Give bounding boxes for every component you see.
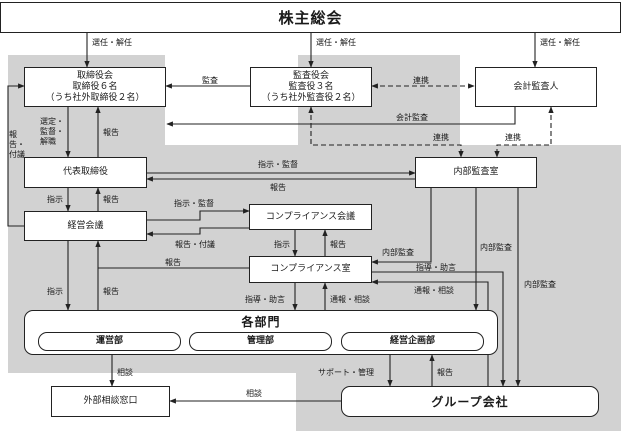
board-title: 取締役会 [76,70,113,81]
dept-planning-box: 経営企画部 [341,332,484,351]
label-report-submit-left: 報告・付議 [9,130,25,159]
arrow-co-group [372,271,506,387]
internal-audit-box: 内部監査室 [415,157,537,188]
label-internal-audit-dept: 内部監査 [480,243,512,252]
dept-planning-label: 経営企画部 [389,336,435,346]
audit-board-outside-members: （うち社外監査役２名） [261,92,361,103]
label-notice-dept: 通報・相談 [330,295,370,304]
compliance-office-label: コンプライアンス室 [270,264,351,274]
label-report-submit-cc: 報告・付議 [175,240,215,249]
label-instruct-mgmt-dept: 指示 [47,287,63,296]
group-companies-label: グループ会社 [431,395,509,409]
label-report-board: 報告 [103,128,119,137]
arrow-auditor-internal [494,106,554,158]
label-instruct-rep: 指示 [47,195,63,204]
label-elect-audit: 選任・解任 [316,38,356,47]
group-companies-box: グループ会社 [341,386,599,417]
label-coordination-left: 連携 [433,133,449,142]
external-consultation-box: 外部相談窓口 [51,386,170,417]
label-coordination-top: 連携 [413,76,429,85]
label-accounting-audit: 会計監査 [396,113,428,122]
arrow-cc-mgmt [146,227,249,237]
shareholders-meeting-box: 株主総会 [0,2,621,33]
dept-operations-box: 運営部 [38,332,181,351]
dept-admin-label: 管理部 [246,336,274,346]
label-elect-board: 選任・解任 [92,38,132,47]
shareholders-meeting-label: 株主総会 [278,9,343,27]
label-coordination-right: 連携 [505,133,521,142]
representative-director-label: 代表取締役 [62,167,108,177]
label-report-cc: 報告 [330,240,346,249]
internal-audit-label: 内部監査室 [453,167,499,177]
label-internal-audit-co: 内部監査 [382,248,414,257]
arrow-mgmt-board [7,83,25,227]
label-elect-auditor: 選任・解任 [540,38,580,47]
accounting-auditor-box: 会計監査人 [475,67,597,107]
label-instruct-cc: 指示 [274,240,290,249]
audit-board-members: 監査役３名 [288,81,334,92]
representative-director-box: 代表取締役 [24,157,147,188]
arrow-internal-co [371,188,432,265]
label-instruct-supervise-internal: 指示・監督 [258,160,298,169]
accounting-auditor-label: 会計監査人 [513,81,559,92]
label-consult-group: 相談 [246,389,262,398]
label-report-internal: 報告 [270,183,286,192]
arrow-audit-internal [308,106,464,158]
compliance-committee-label: コンプライアンス会議 [265,211,356,222]
board-outside-members: （うち社外取締役２名） [45,92,145,103]
label-internal-audit-group: 内部監査 [524,280,556,289]
label-audit: 監査 [202,76,218,85]
gray-region-internal [8,55,621,431]
label-select-supervise: 選定・監督・解職 [40,117,64,146]
board-box: 取締役会 取締役６名 （うち社外取締役２名） [24,67,166,107]
label-report-dept-mgmt: 報告 [103,287,119,296]
external-consultation-label: 外部相談窓口 [83,396,138,406]
label-consult-dept: 相談 [117,368,133,377]
management-meeting-box: 経営会議 [24,211,147,241]
arrow-mgmt-cc [147,208,250,221]
label-support-manage: サポート・管理 [318,368,374,377]
compliance-committee-box: コンプライアンス会議 [249,204,372,230]
label-notice-group: 通報・相談 [414,286,454,295]
label-report-co-mgmt: 報告 [165,258,181,267]
label-instruct-supervise-cc: 指示・監督 [174,199,214,208]
label-guidance-dept: 指導・助言 [245,295,285,304]
dept-admin-box: 管理部 [189,332,332,351]
management-meeting-label: 経営会議 [67,220,104,231]
label-report-group-dept: 報告 [437,368,453,377]
audit-board-box: 監査役会 監査役３名 （うち社外監査役２名） [250,67,372,107]
board-members: 取締役６名 [72,81,118,92]
departments-title: 各部門 [241,315,281,329]
dept-operations-label: 運営部 [95,336,123,346]
label-report-rep: 報告 [103,195,119,204]
compliance-office-box: コンプライアンス室 [249,256,372,283]
label-guidance-group: 指導・助言 [416,263,456,272]
audit-board-title: 監査役会 [292,70,329,81]
